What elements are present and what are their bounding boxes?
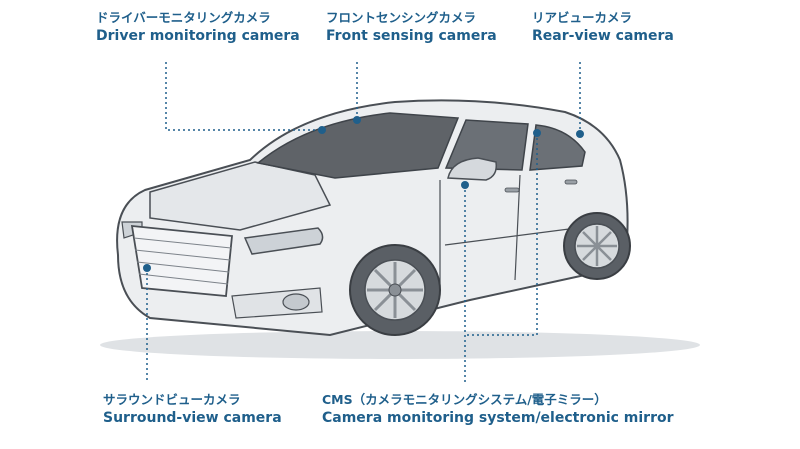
marker-rear-view [576,130,584,138]
camera-markers [143,116,584,272]
headlight-right [243,227,324,255]
label-en: Surround-view camera [103,410,282,426]
door-handle-rear [564,179,578,185]
label-cms-camera: CMS（カメラモニタリングシステム/電子ミラー） Camera monitori… [322,391,674,428]
label-en: Front sensing camera [326,28,497,44]
label-jp: CMS（カメラモニタリングシステム/電子ミラー） [322,392,607,407]
fog-light [282,293,310,311]
label-en: Driver monitoring camera [96,28,300,44]
wheel-rear-spokes [577,226,617,266]
windshield [256,112,460,179]
grille-slats [133,237,232,285]
label-en: Camera monitoring system/electronic mirr… [322,410,674,426]
side-mirror [447,157,498,181]
leader-driver [165,62,322,131]
marker-surround-view [143,264,151,272]
door-handle-front [504,187,520,193]
marker-cms-rear [533,129,541,137]
wheel-front-hub [388,283,402,297]
ground-shadow [100,331,700,359]
side-window-rear [529,124,586,171]
label-jp: サラウンドビューカメラ [103,392,241,407]
label-jp: フロントセンシングカメラ [326,10,477,25]
label-front-sensing-camera: フロントセンシングカメラ Front sensing camera [326,9,497,46]
label-driver-monitoring-camera: ドライバーモニタリングカメラ Driver monitoring camera [96,9,300,46]
label-rear-view-camera: リアビューカメラ Rear-view camera [532,9,674,46]
marker-driver-monitoring [318,126,326,134]
car-hood [149,161,332,231]
leader-lines [146,62,581,382]
leader-cms-branch [465,133,538,336]
marker-front-sensing [353,116,361,124]
label-jp: ドライバーモニタリングカメラ [96,10,271,25]
marker-cms-mirror [461,181,469,189]
front-grille [130,224,233,297]
label-surround-view-camera: サラウンドビューカメラ Surround-view camera [103,391,282,428]
label-en: Rear-view camera [532,28,674,44]
label-jp: リアビューカメラ [532,10,633,25]
